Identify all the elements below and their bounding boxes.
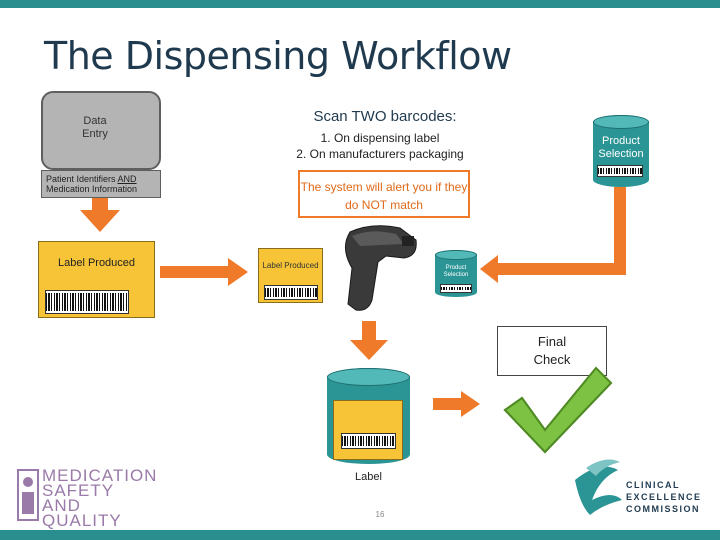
down-arrow-icon: [80, 198, 120, 232]
barcode-scanner-icon: [345, 225, 417, 311]
scan-item-2: 2. On manufacturers packaging: [296, 147, 464, 161]
top-accent-bar: [0, 0, 720, 8]
cec-logo-text: CLINICAL EXCELLENCE COMMISSION: [626, 479, 702, 515]
patient-and: AND: [117, 174, 137, 184]
down-arrow-icon: [350, 321, 388, 360]
product-selection-label: Product Selection: [598, 135, 644, 160]
alert-box: The system will alert you if they do NOT…: [298, 170, 470, 218]
cec-line-3: COMMISSION: [626, 504, 701, 514]
cylinder-top: [593, 115, 649, 129]
barcode-icon: [440, 284, 472, 293]
cec-line-1: CLINICAL: [626, 480, 680, 490]
final-check-box: Final Check: [497, 326, 607, 376]
cec-logo-icon: [575, 459, 622, 515]
barcode-icon: [45, 290, 129, 314]
cylinder-top: [327, 368, 410, 386]
msq-logo-label: MEDICATION SAFETY AND QUALITY: [42, 466, 158, 530]
patient-suffix: Medication Information: [46, 184, 138, 194]
connector-arrow-icon: [480, 187, 626, 283]
final-check-text: Final Check: [533, 334, 571, 367]
msq-logo-text: MEDICATION SAFETY AND QUALITY: [42, 467, 156, 529]
patient-prefix: Patient Identifiers: [46, 174, 118, 184]
bottom-accent-bar: [0, 530, 720, 540]
scan-list: 1. On dispensing label 2. On manufacture…: [280, 130, 480, 162]
msq-logo-icon: [17, 469, 39, 521]
cylinder-top: [435, 250, 477, 260]
mini-product-label: Product Selection: [443, 265, 469, 278]
page-number: 16: [375, 510, 385, 519]
cec-line-2: EXCELLENCE: [626, 492, 702, 502]
scan-heading: Scan TWO barcodes:: [313, 108, 457, 125]
barcode-icon: [264, 285, 318, 300]
patient-info-box: Patient Identifiers AND Medication Infor…: [41, 170, 161, 198]
right-arrow-icon: [433, 391, 480, 417]
barcode-icon: [597, 165, 643, 177]
label-small-text: Label Produced: [262, 261, 319, 270]
data-entry-box: Data Entry: [41, 91, 161, 170]
data-entry-label: Data Entry: [82, 115, 108, 140]
slide-title: The Dispensing Workflow: [44, 34, 512, 78]
scan-item-1: 1. On dispensing label: [320, 131, 440, 145]
barcode-icon: [341, 433, 396, 449]
right-arrow-icon: [160, 258, 248, 286]
check-mark-icon: [503, 366, 613, 454]
label-produced-text: Label Produced: [57, 257, 136, 269]
label-caption: Label: [355, 471, 382, 483]
label-on-product: [333, 400, 403, 460]
